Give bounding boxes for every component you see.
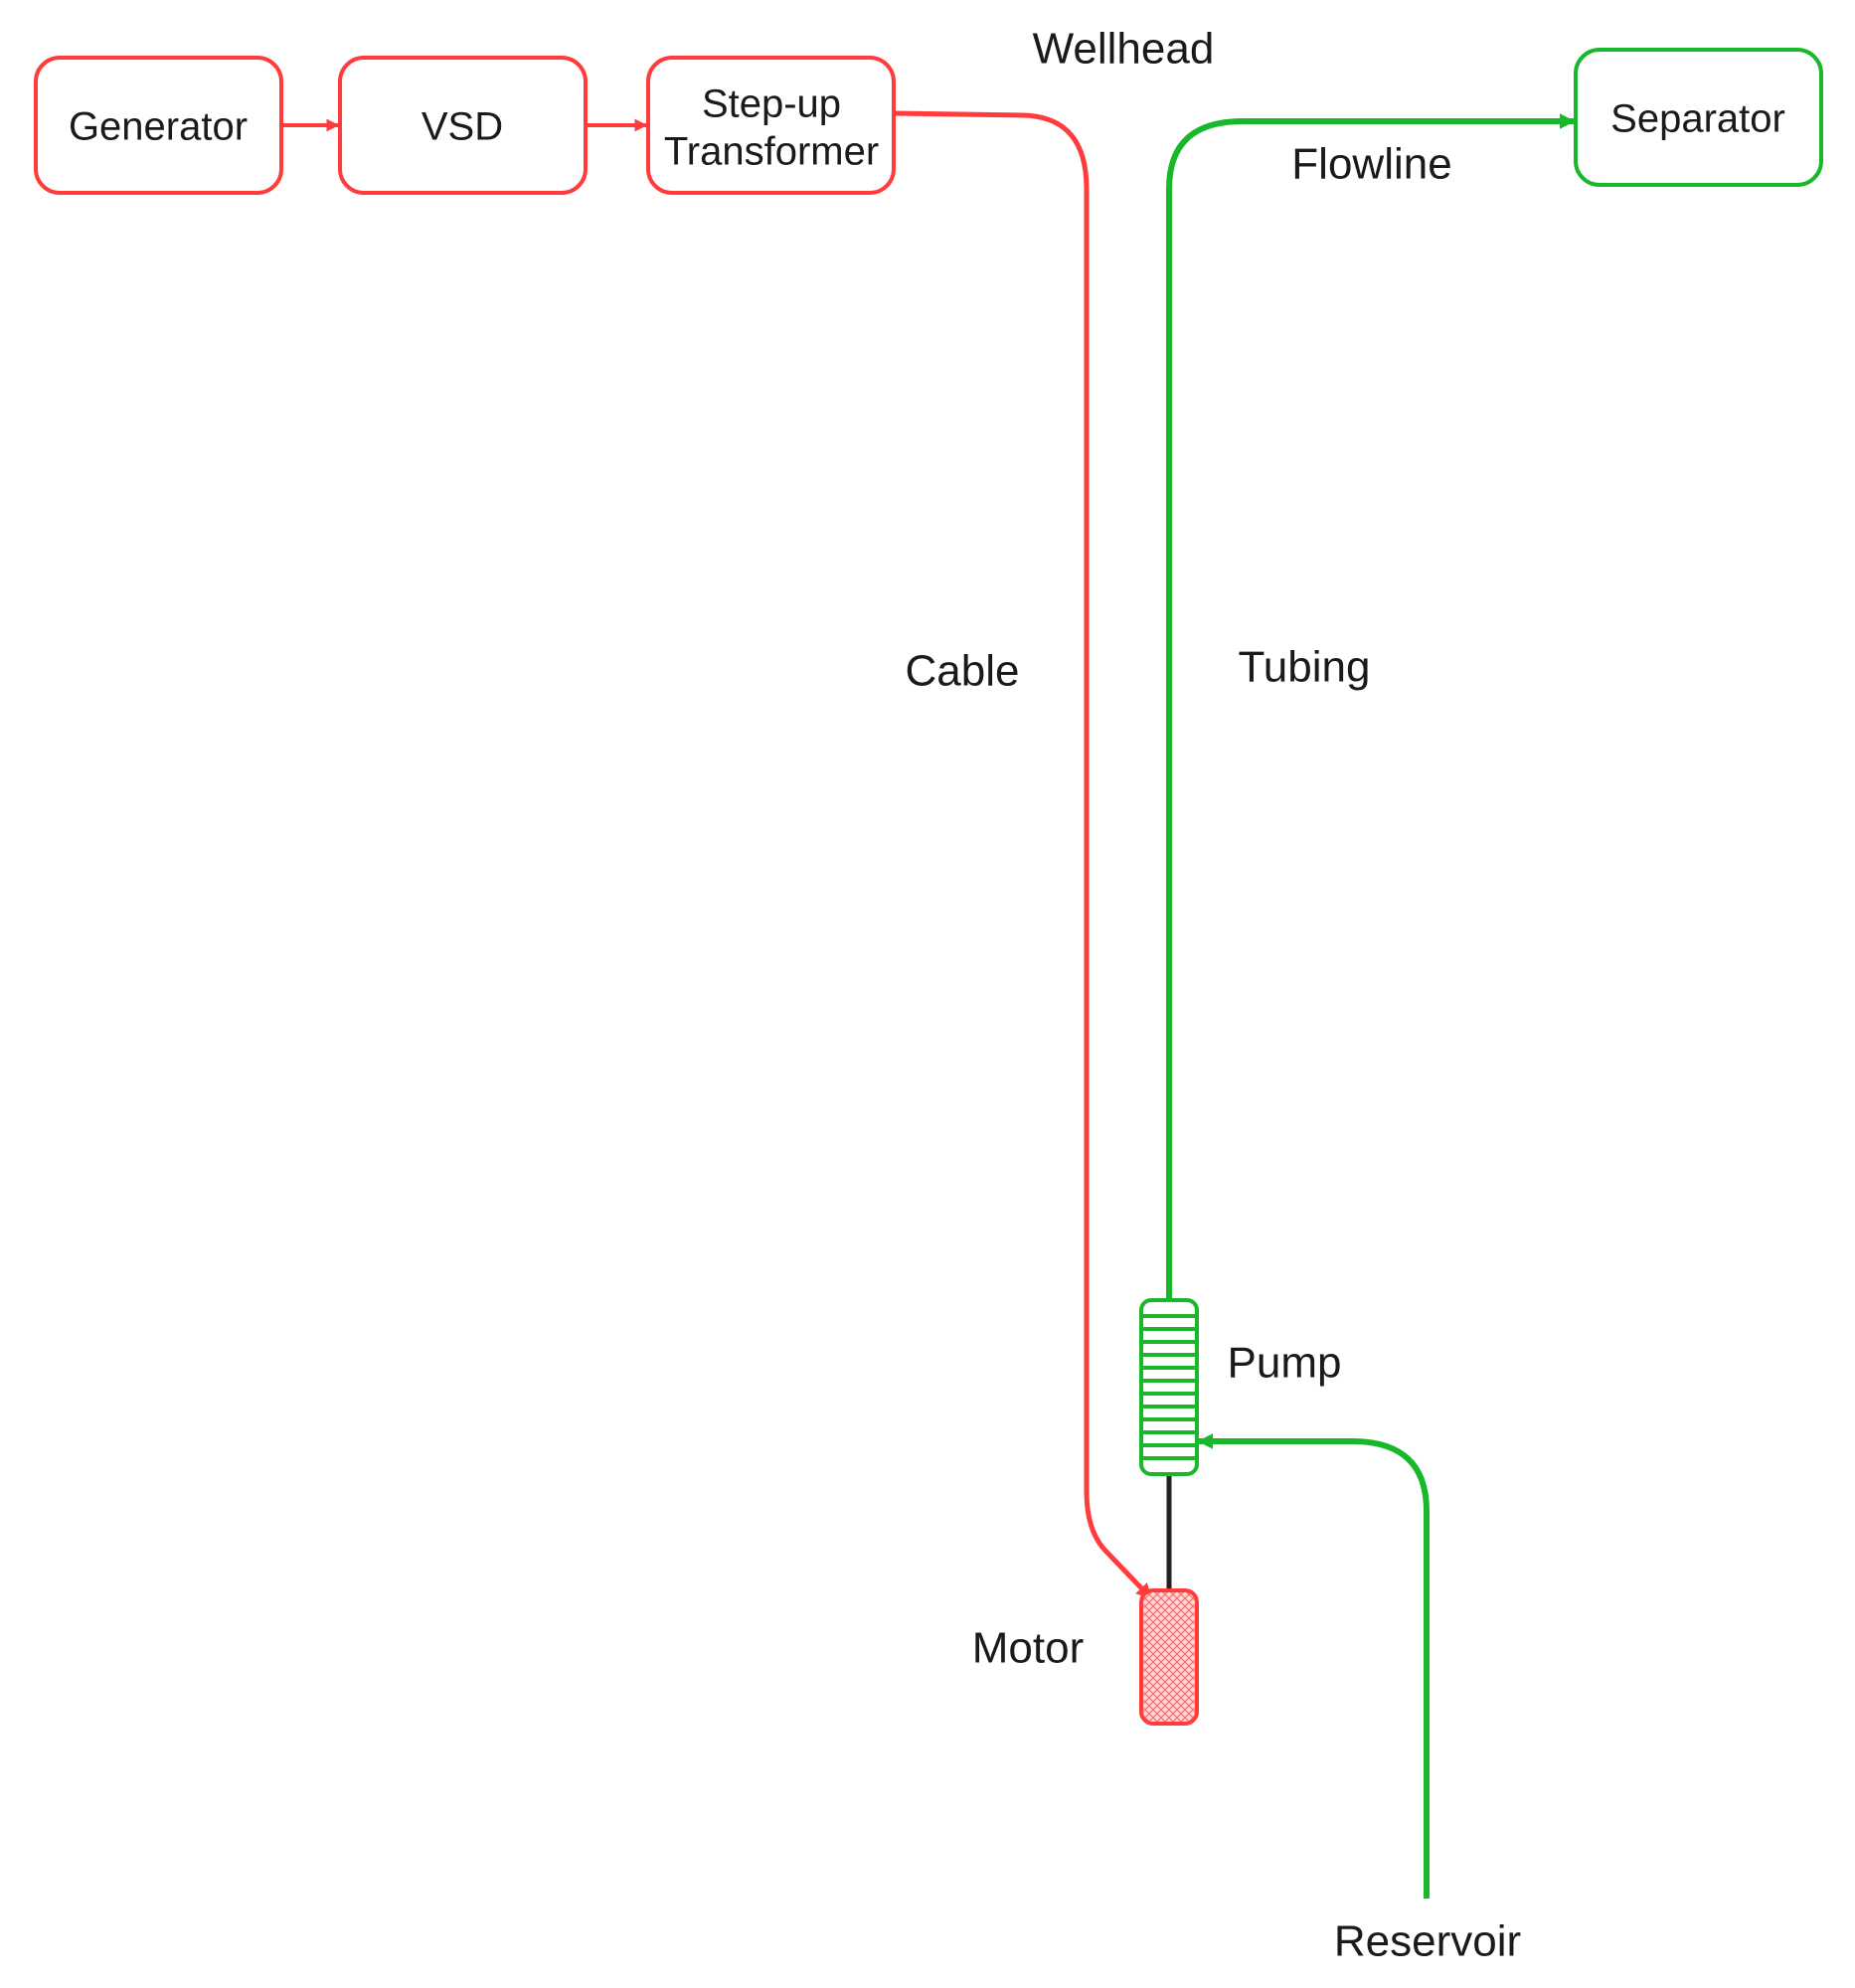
motor-label: Motor [972, 1624, 1084, 1673]
step-up-transformer-box: Step-up Transformer [646, 56, 896, 195]
wellhead-label: Wellhead [1033, 25, 1215, 74]
tubing-flowline [1166, 113, 1576, 1300]
flowline-label: Flowline [1291, 140, 1451, 189]
reservoir-inflow-line [1197, 1433, 1430, 1899]
vsd-box: VSD [338, 56, 588, 195]
vsd-label: VSD [422, 105, 503, 149]
separator-box: Separator [1574, 48, 1823, 187]
pump-icon [1139, 1298, 1199, 1476]
generator-box: Generator [34, 56, 283, 195]
separator-label: Separator [1610, 97, 1785, 141]
generator-label: Generator [69, 105, 248, 149]
cable-line [893, 110, 1153, 1600]
tubing-label: Tubing [1239, 643, 1371, 692]
motor-icon [1139, 1588, 1199, 1726]
cable-label: Cable [906, 647, 1020, 696]
reservoir-label: Reservoir [1334, 1917, 1521, 1966]
transformer-label-line2: Transformer [664, 130, 879, 174]
pump-label: Pump [1228, 1339, 1342, 1388]
transformer-label-line1: Step-up [702, 83, 841, 126]
